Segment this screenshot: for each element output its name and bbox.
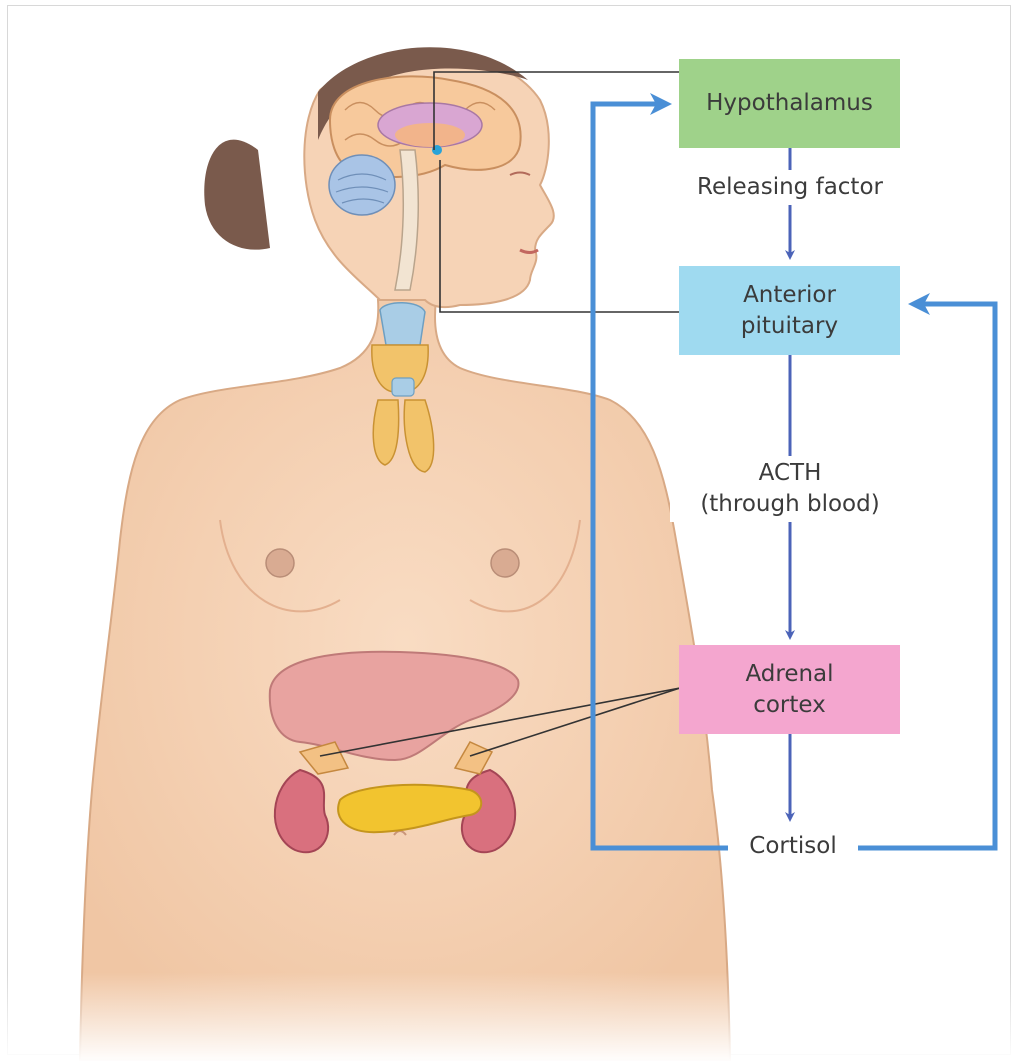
anterior-pituitary-label-line1: Anterior	[743, 280, 836, 311]
adrenal-cortex-box: Adrenal cortex	[679, 645, 900, 734]
releasing-factor-text: Releasing factor	[697, 174, 883, 200]
anterior-pituitary-box: Anterior pituitary	[679, 266, 900, 355]
cortisol-label: Cortisol	[728, 829, 858, 864]
hypothalamus-box: Hypothalamus	[679, 59, 900, 148]
anterior-pituitary-label-line2: pituitary	[741, 311, 838, 342]
cortisol-text: Cortisol	[749, 833, 836, 859]
releasing-factor-label: Releasing factor	[670, 170, 910, 205]
feedback-to-pituitary	[858, 304, 995, 848]
acth-label-line1: ACTH	[759, 458, 822, 489]
adrenal-cortex-label-line2: cortex	[753, 690, 826, 721]
hypothalamus-label: Hypothalamus	[706, 88, 873, 119]
acth-label: ACTH (through blood)	[670, 456, 910, 522]
acth-label-line2: (through blood)	[700, 489, 879, 520]
adrenal-cortex-label-line1: Adrenal	[745, 659, 833, 690]
